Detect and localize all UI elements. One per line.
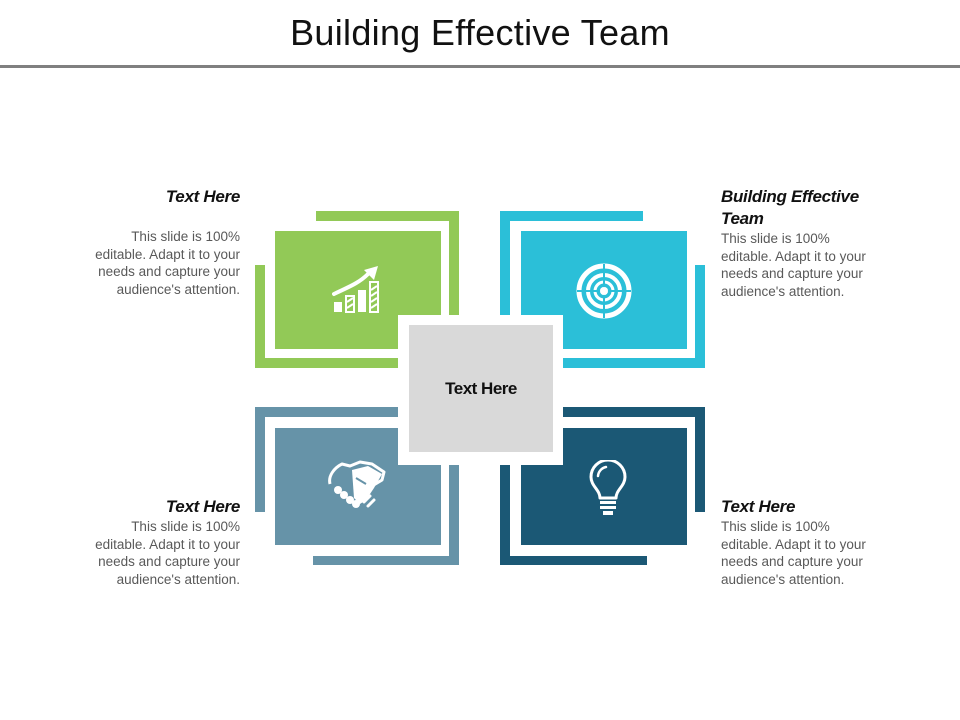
handshake-icon (328, 460, 386, 508)
textblock-heading: Text Here (165, 187, 240, 206)
textblock-top-right: Building Effective Team This slide is 10… (721, 186, 891, 300)
target-icon (576, 263, 632, 319)
center-label: Text Here (445, 378, 517, 398)
frame-bar-right (695, 265, 705, 368)
textblock-body: This slide is 100% editable. Adapt it to… (95, 229, 240, 297)
textblock-heading: Text Here (721, 497, 796, 516)
frame-bar-right (695, 407, 705, 512)
textblock-body: This slide is 100% editable. Adapt it to… (95, 519, 240, 587)
textblock-body: This slide is 100% editable. Adapt it to… (721, 519, 866, 587)
textblock-body: This slide is 100% editable. Adapt it to… (721, 231, 866, 299)
frame-bar-left (500, 211, 510, 315)
frame-bar-left (255, 407, 265, 512)
frame-bar-bottom (500, 556, 647, 565)
textblock-heading: Text Here (165, 497, 240, 516)
textblock-bottom-right: Text Here This slide is 100% editable. A… (721, 496, 891, 588)
title-divider (0, 65, 960, 68)
growth-chart-icon (332, 266, 379, 313)
frame-bar-left (500, 465, 510, 565)
frame-bar-bottom (563, 358, 705, 368)
textblock-heading: Building Effective Team (721, 187, 859, 228)
textblock-top-left: Text Here This slide is 100% editable. A… (70, 186, 240, 298)
slide-title: Building Effective Team (290, 12, 670, 53)
frame-bar-left (255, 265, 265, 368)
frame-bar-top (563, 407, 705, 417)
frame-bar-right (449, 211, 459, 315)
frame-bar-right (449, 465, 459, 565)
frame-bar-bottom (255, 358, 398, 368)
frame-bar-bottom (313, 556, 459, 565)
textblock-bottom-left: Text Here This slide is 100% editable. A… (70, 496, 240, 588)
frame-bar-top (500, 211, 643, 221)
center-box: Text Here (409, 325, 553, 452)
lightbulb-icon (589, 460, 627, 515)
frame-bar-top (255, 407, 398, 417)
frame-bar-top (316, 211, 459, 221)
